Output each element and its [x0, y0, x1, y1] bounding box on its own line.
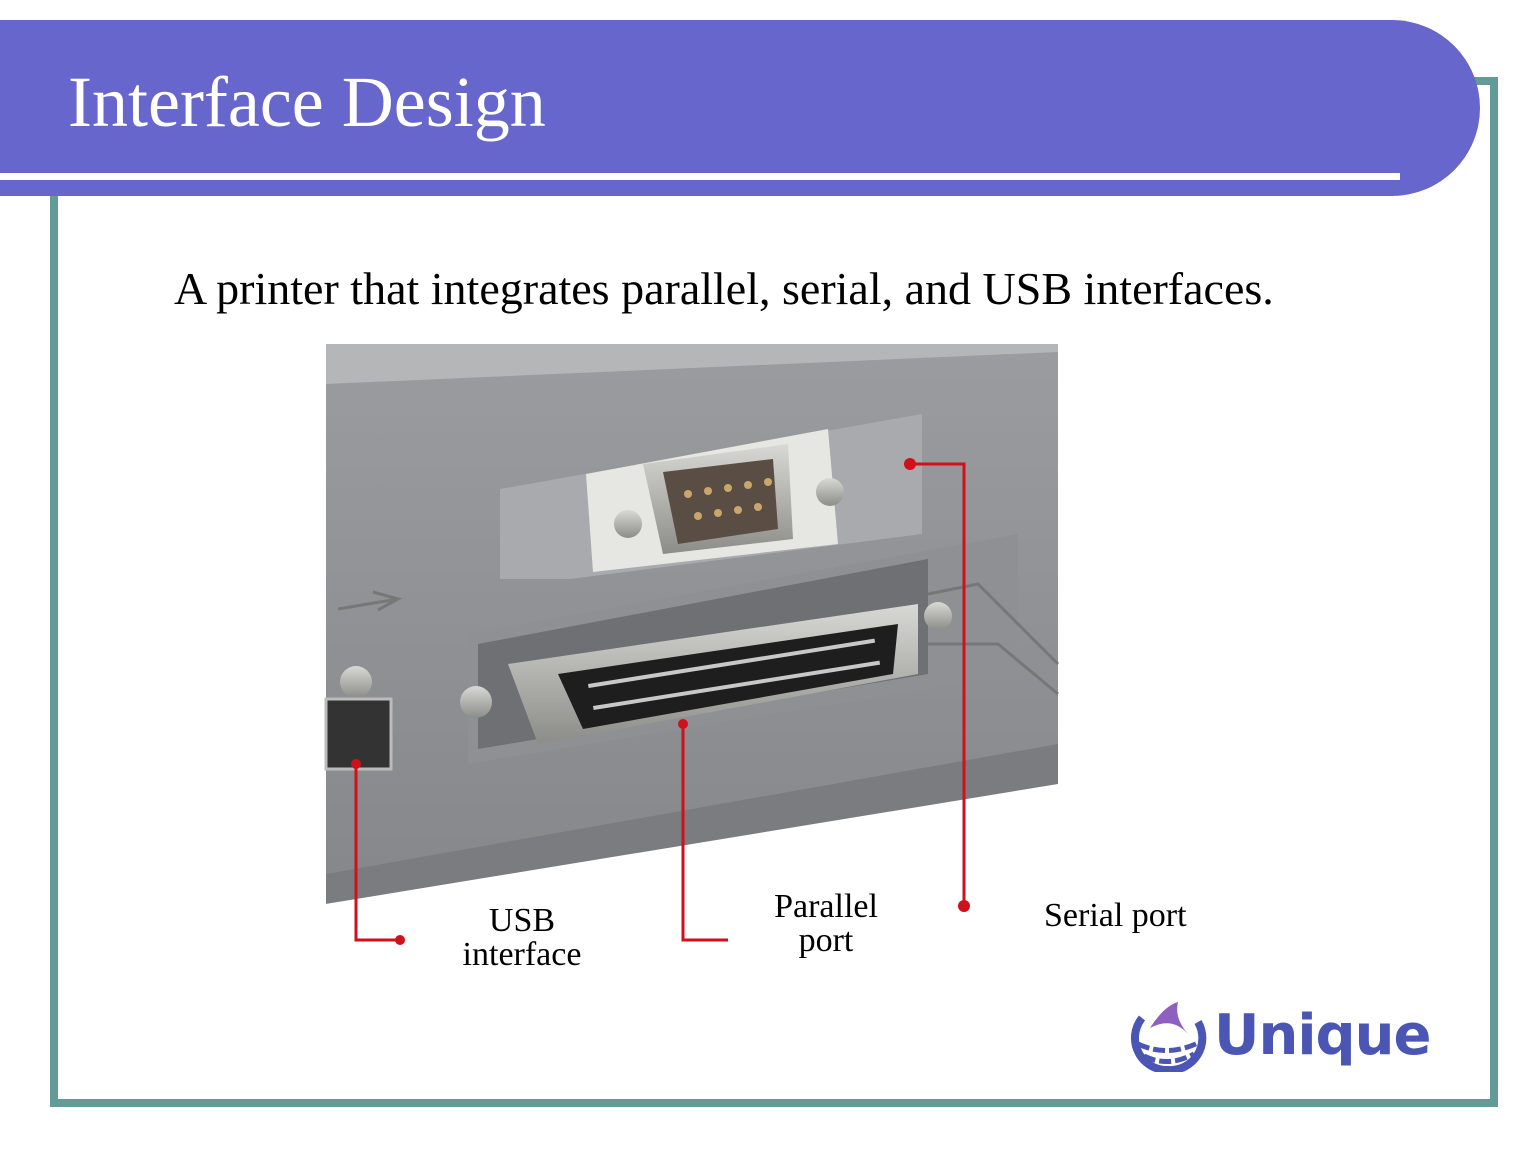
parallel-pins	[588, 638, 881, 710]
parallel-port-label: Parallel port	[760, 890, 892, 958]
pointer-dots	[351, 458, 970, 945]
pointer-lines	[354, 462, 966, 942]
slide-subtitle: A printer that integrates parallel, seri…	[174, 263, 1274, 314]
parallel-label-line2: port	[798, 922, 854, 959]
serial-port-label: Serial port	[1044, 897, 1187, 934]
usb-interface-label: USB interface	[450, 904, 594, 972]
parallel-label-line1: Parallel	[774, 888, 878, 925]
title-banner	[0, 20, 1480, 196]
logo-globe-icon	[1130, 1002, 1207, 1072]
unique-logo: Unique	[1128, 998, 1431, 1072]
slide-title: Interface Design	[68, 62, 546, 142]
printer-ports-photo	[324, 344, 1060, 955]
serial-pins	[684, 478, 772, 520]
usb-label-line2: interface	[462, 936, 582, 973]
title-underline	[0, 173, 1400, 180]
usb-label-line1: USB	[488, 902, 556, 939]
logo-text: Unique	[1214, 1002, 1431, 1068]
